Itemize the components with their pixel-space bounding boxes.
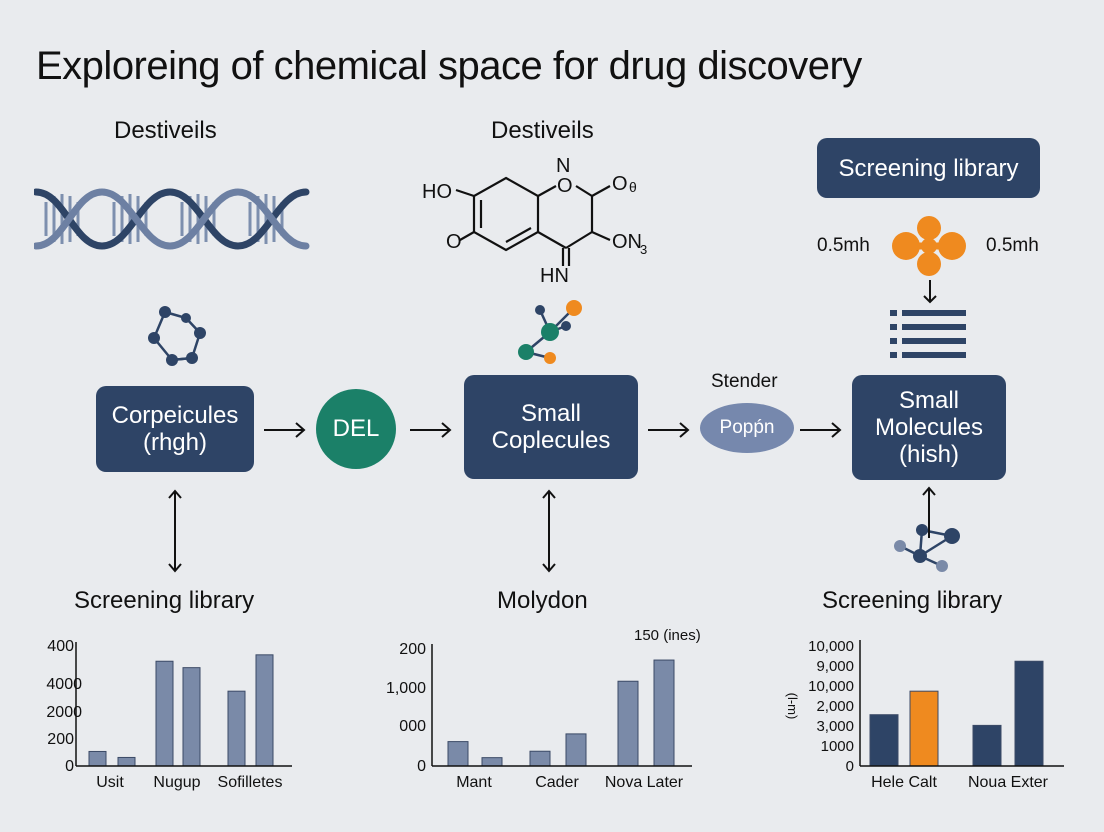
arrow-down-icon <box>923 280 937 304</box>
chart3-category-label: Noua Exter <box>968 774 1049 791</box>
chart1-tick-label: 0 <box>65 758 74 775</box>
bar-4 <box>227 690 246 767</box>
popfn-node[interactable]: Popṕn <box>700 403 794 453</box>
chart3-y-label: (l-m) <box>785 693 800 720</box>
bar-5 <box>255 654 274 767</box>
chart2-category-label: Cader <box>535 774 579 791</box>
small-molecules-line3: (hish) <box>898 441 959 468</box>
label-screening-library-left: Screening library <box>74 587 255 614</box>
dna-helix-icon <box>34 188 310 250</box>
mol-o-right-label: O <box>612 173 628 195</box>
chemical-structure-icon: HO O N O O θ ON 3 HN <box>422 155 647 287</box>
chart1-category-label: Sofilletes <box>218 774 283 791</box>
branch-molecule-icon <box>518 300 582 364</box>
mol-on-label: ON <box>612 231 642 253</box>
chart2-tick-label: 0 <box>417 758 426 775</box>
bar-3 <box>565 733 587 767</box>
bar-chart-left: 400 4000 2000 200 0 Usit Nugup Sofillete… <box>46 638 292 791</box>
double-arrow-icon <box>542 489 556 573</box>
bar-0 <box>447 741 469 767</box>
chart2-category-label: Mant <box>456 774 492 791</box>
small-molecules-line1: Small <box>898 387 959 414</box>
chart3-tick-label: 3,000 <box>816 718 854 735</box>
label-mass-right: 0.5mh <box>986 235 1039 256</box>
chart2-tick-label: 200 <box>399 641 426 658</box>
arrow-right-icon <box>648 422 690 438</box>
bar-3 <box>1014 660 1044 767</box>
bar-0 <box>869 714 899 767</box>
bar-2 <box>972 724 1002 767</box>
bar-1 <box>909 690 939 767</box>
label-stender: Stender <box>711 371 778 392</box>
bar-2 <box>529 750 551 767</box>
arrow-right-icon <box>264 422 306 438</box>
page-title: Exploreing of chemical space for drug di… <box>36 44 862 88</box>
chart3-tick-label: 0 <box>846 758 854 775</box>
label-mass-left: 0.5mh <box>817 235 870 256</box>
corpeicules-line2: (rhgh) <box>142 429 207 456</box>
screening-library-box[interactable]: Screening library <box>817 138 1040 198</box>
mol-ho-label: HO <box>422 181 452 203</box>
chart1-tick-label: 4000 <box>46 676 82 693</box>
corpeicules-line1: Corpeicules <box>111 402 239 429</box>
corpeicules-box[interactable]: Corpeicules (rhgh) <box>96 386 254 472</box>
bar-2 <box>155 660 174 767</box>
chart1-category-label: Usit <box>96 774 124 791</box>
mol-o-left-label: O <box>446 231 462 253</box>
bar-3 <box>182 667 201 767</box>
arrow-up-icon <box>922 486 936 538</box>
chart2-category-label: Nova Later <box>605 774 684 791</box>
bar-1 <box>117 756 136 767</box>
chart3-tick-label: 10,000 <box>808 638 854 655</box>
bar-0 <box>88 750 107 767</box>
mol-o-ring-label: O <box>557 175 573 197</box>
chart1-category-label: Nugup <box>153 774 200 791</box>
bar-4 <box>617 680 639 767</box>
small-molecules-box[interactable]: Small Molecules (hish) <box>852 375 1006 480</box>
screening-library-box-label: Screening library <box>838 154 1019 182</box>
mol-hn-label: HN <box>540 265 569 287</box>
chart1-tick-label: 200 <box>47 731 74 748</box>
orange-molecule-icon <box>892 216 966 276</box>
chart3-tick-label: 9,000 <box>816 658 854 675</box>
double-arrow-icon <box>168 489 182 573</box>
chart2-tick-label: 1,000 <box>386 680 426 697</box>
chart3-tick-label: 2,000 <box>816 698 854 715</box>
network-molecule-icon <box>894 524 960 572</box>
arrow-right-icon <box>800 422 842 438</box>
list-icon <box>890 310 966 358</box>
ring-molecule-icon <box>148 306 206 366</box>
bar-5 <box>653 659 675 767</box>
chart2-tick-label: 000 <box>399 718 426 735</box>
small-coplecules-box[interactable]: Small Coplecules <box>464 375 638 479</box>
popfn-node-label: Popṕn <box>719 417 775 438</box>
small-molecules-line2: Molecules <box>874 414 984 441</box>
chart2-annotation: 150 (ines) <box>634 627 700 644</box>
label-destiveils-left: Destiveils <box>114 117 217 144</box>
mol-theta-label: θ <box>629 179 637 195</box>
arrow-right-icon <box>410 422 452 438</box>
small-coplecules-line1: Small <box>520 400 581 427</box>
bar-chart-center: 150 (ines) 200 1,000 000 0 Mant Cader No… <box>386 627 700 791</box>
chart3-category-label: Hele Calt <box>871 774 937 791</box>
small-coplecules-line2: Coplecules <box>491 427 611 454</box>
del-node-label: DEL <box>332 415 380 442</box>
mol-n-label: N <box>556 155 570 177</box>
chart3-tick-label: 10,000 <box>808 678 854 695</box>
label-molydon: Molydon <box>497 587 588 614</box>
chart1-tick-label: 400 <box>47 638 74 655</box>
mol-sub3-label: 3 <box>640 242 647 257</box>
bar-1 <box>481 757 503 767</box>
label-destiveils-center: Destiveils <box>491 117 594 144</box>
chart1-tick-label: 2000 <box>46 704 82 721</box>
bar-chart-right: (l-m) 10,000 9,000 10,000 2,000 3,000 10… <box>785 638 1064 791</box>
del-node[interactable]: DEL <box>316 389 396 469</box>
chart3-tick-label: 1000 <box>821 738 854 755</box>
label-screening-library-right: Screening library <box>822 587 1003 614</box>
